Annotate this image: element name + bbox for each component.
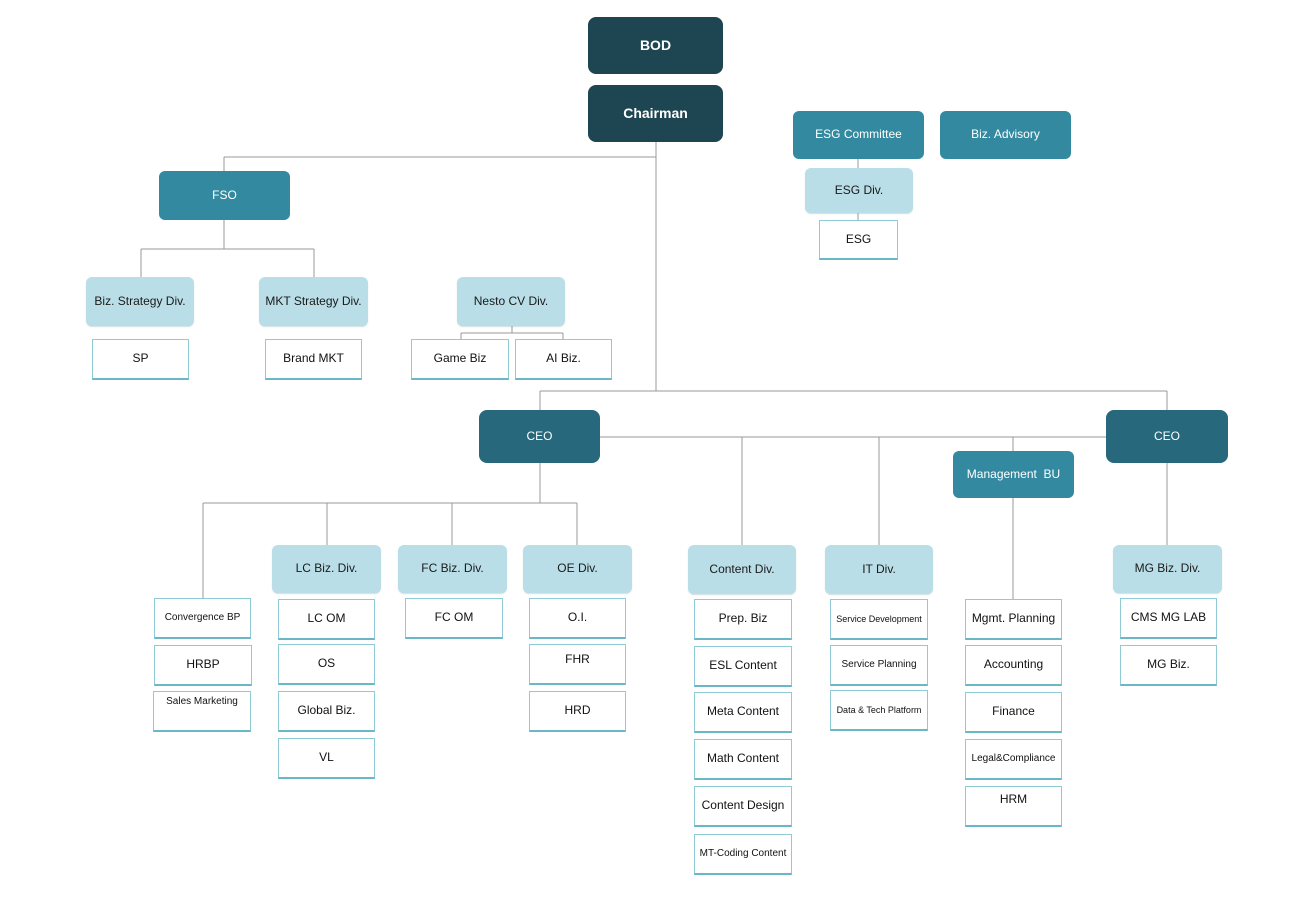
- esg-node: ESG: [819, 220, 898, 260]
- ai-biz-node: AI Biz.: [515, 339, 612, 380]
- esl-content-node: ESL Content: [694, 646, 792, 687]
- management-bu-node: Management BU: [953, 451, 1074, 498]
- content-div-node: Content Div.: [688, 545, 796, 594]
- os-node: OS: [278, 644, 375, 685]
- ceo-left-node: CEO: [479, 410, 600, 463]
- convergence-bp-node: Convergence BP: [154, 598, 251, 639]
- meta-content-node: Meta Content: [694, 692, 792, 733]
- fc-om-node: FC OM: [405, 598, 503, 639]
- biz-advisory-node: Biz. Advisory: [940, 111, 1071, 159]
- chairman-node: Chairman: [588, 85, 723, 142]
- brand-mkt-node: Brand MKT: [265, 339, 362, 380]
- service-development-node: Service Development: [830, 599, 928, 640]
- game-biz-node: Game Biz: [411, 339, 509, 380]
- mkt-strategy-div-node: MKT Strategy Div.: [259, 277, 368, 326]
- sales-marketing-node: Sales Marketing: [153, 691, 251, 732]
- esg-committee-node: ESG Committee: [793, 111, 924, 159]
- ceo-right-node: CEO: [1106, 410, 1228, 463]
- mt-coding-content-node: MT-Coding Content: [694, 834, 792, 875]
- oe-div-node: OE Div.: [523, 545, 632, 593]
- oi-node: O.I.: [529, 598, 626, 639]
- mgmt-planning-node: Mgmt. Planning: [965, 599, 1062, 640]
- mg-biz-div-node: MG Biz. Div.: [1113, 545, 1222, 593]
- sp-node: SP: [92, 339, 189, 380]
- hrm-node: HRM: [965, 786, 1062, 827]
- service-planning-node: Service Planning: [830, 645, 928, 686]
- vl-node: VL: [278, 738, 375, 779]
- biz-strategy-div-node: Biz. Strategy Div.: [86, 277, 194, 326]
- accounting-node: Accounting: [965, 645, 1062, 686]
- fc-biz-div-node: FC Biz. Div.: [398, 545, 507, 593]
- finance-node: Finance: [965, 692, 1062, 733]
- prep-biz-node: Prep. Biz: [694, 599, 792, 640]
- hrd-node: HRD: [529, 691, 626, 732]
- data-tech-platform-node: Data & Tech Platform: [830, 690, 928, 731]
- it-div-node: IT Div.: [825, 545, 933, 594]
- bod-node: BOD: [588, 17, 723, 74]
- fso-node: FSO: [159, 171, 290, 220]
- legal-compliance-node: Legal&Compliance: [965, 739, 1062, 780]
- global-biz-node: Global Biz.: [278, 691, 375, 732]
- esg-div-node: ESG Div.: [805, 168, 913, 213]
- cms-mg-lab-node: CMS MG LAB: [1120, 598, 1217, 639]
- nesto-cv-div-node: Nesto CV Div.: [457, 277, 565, 326]
- lc-om-node: LC OM: [278, 599, 375, 640]
- math-content-node: Math Content: [694, 739, 792, 780]
- lc-biz-div-node: LC Biz. Div.: [272, 545, 381, 593]
- fhr-node: FHR: [529, 644, 626, 685]
- hrbp-node: HRBP: [154, 645, 252, 686]
- mg-biz-node: MG Biz.: [1120, 645, 1217, 686]
- content-design-node: Content Design: [694, 786, 792, 827]
